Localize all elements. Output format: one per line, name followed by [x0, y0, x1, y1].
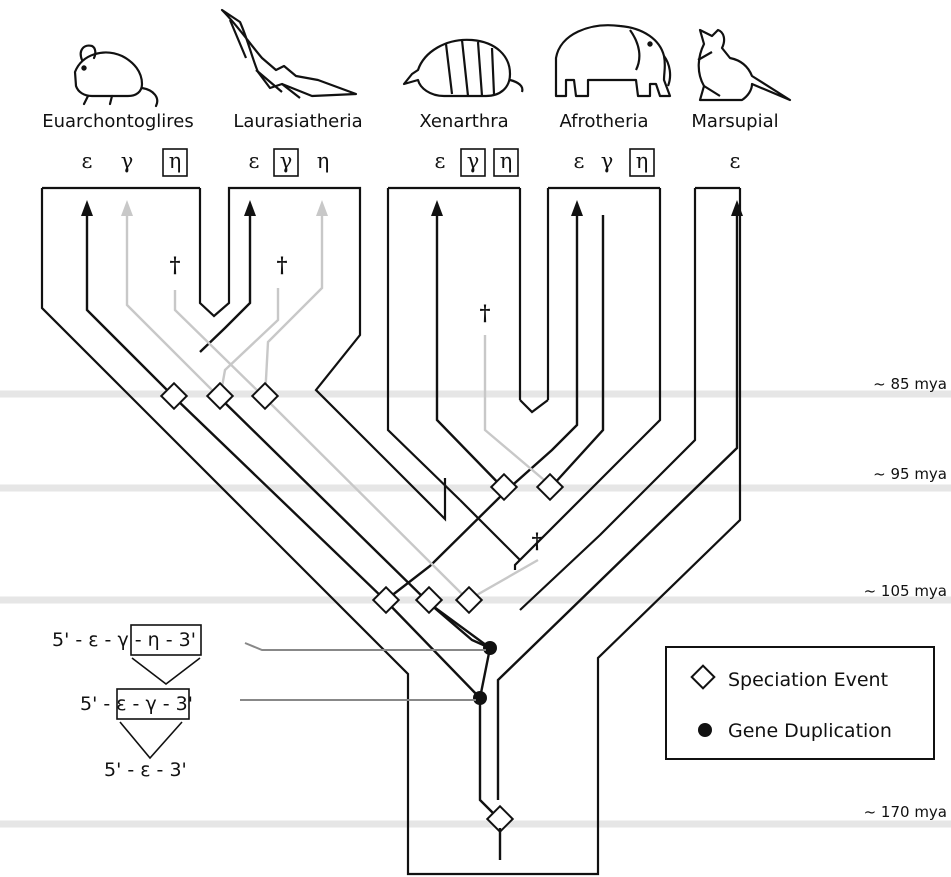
gene-box [273, 148, 299, 177]
gene-label-gamma: γ [467, 149, 480, 173]
gene-label-gamma: γ [601, 149, 614, 173]
extinction-dagger: † [480, 300, 491, 325]
time-marker-105: ~ 105 mya [864, 582, 947, 600]
arrowhead [81, 200, 93, 216]
gene-lineages [85, 215, 739, 821]
gene-label-eta: η [636, 149, 649, 173]
speciation-diamond [159, 381, 189, 411]
taxon-label: Xenarthra [419, 111, 508, 132]
time-marker-95: ~ 95 mya [873, 465, 947, 483]
arrowhead [571, 200, 583, 216]
gene-label-epsilon: ε [435, 149, 446, 173]
arrowhead [316, 200, 328, 216]
extinction-dagger: † [532, 528, 543, 553]
kangaroo-icon [697, 28, 792, 102]
gene-label-epsilon: ε [82, 149, 93, 173]
legend-speciation-label: Speciation Event [728, 669, 888, 691]
speciation-diamond [250, 381, 280, 411]
elephant-icon [554, 24, 672, 98]
taxon-label: Afrotheria [560, 111, 649, 132]
bat-icon [220, 8, 358, 99]
speciation-diamond [489, 472, 519, 502]
mouse-icon [73, 44, 159, 108]
cluster-split [131, 657, 201, 686]
gene-duplication-dot [473, 691, 487, 705]
gene-label-gamma: γ [121, 149, 134, 173]
gene-label-epsilon: ε [574, 149, 585, 173]
legend-diamond-icon [690, 664, 716, 690]
taxon-label: Laurasiatheria [233, 111, 362, 132]
speciation-events [159, 381, 565, 834]
time-marker-85: ~ 85 mya [873, 375, 947, 393]
speciation-diamond [454, 585, 484, 615]
gene-label-eta: η [500, 149, 513, 173]
arrowhead [121, 200, 133, 216]
gene-label-epsilon: ε [249, 149, 260, 173]
gene-label-gamma: γ [280, 149, 293, 173]
speciation-diamond [205, 381, 235, 411]
cluster-three-gene: 5' - ε - γ - η - 3' [52, 629, 196, 651]
gene-label-epsilon: ε [730, 149, 741, 173]
armadillo-icon [402, 38, 524, 98]
gene-box [460, 148, 486, 177]
speciation-diamond [414, 585, 444, 615]
speciation-diamond [485, 804, 515, 834]
taxon-label: Marsupial [691, 111, 778, 132]
arrowhead [244, 200, 256, 216]
legend: Speciation Event Gene Duplication [665, 646, 935, 760]
legend-dot-icon [698, 723, 712, 737]
gene-label-eta: η [169, 149, 182, 173]
gene-duplication-dot [483, 641, 497, 655]
legend-duplication-label: Gene Duplication [728, 720, 892, 742]
speciation-diamond [535, 472, 565, 502]
arrowhead [431, 200, 443, 216]
time-marker-170: ~ 170 mya [864, 803, 947, 821]
gene-box [493, 148, 519, 177]
speciation-diamond [371, 585, 401, 615]
arrowhead [731, 200, 743, 216]
cluster-box [116, 688, 190, 720]
gene-arrowheads [81, 200, 743, 216]
cluster-two-gene: 5' - ε - γ - 3' [80, 693, 193, 715]
cluster-connector [244, 642, 486, 651]
legend-box [665, 646, 935, 760]
cluster-box [130, 624, 202, 656]
gene-box [162, 148, 188, 177]
extinction-dagger: † [277, 252, 288, 277]
cluster-one-gene: 5' - ε - 3' [104, 759, 187, 781]
gene-box [629, 148, 655, 177]
extinction-dagger: † [170, 252, 181, 277]
gene-label-eta: η [317, 149, 330, 173]
cluster-split [119, 721, 183, 760]
species-tree-outline [40, 186, 742, 876]
taxon-label: Euarchontoglires [42, 111, 194, 132]
